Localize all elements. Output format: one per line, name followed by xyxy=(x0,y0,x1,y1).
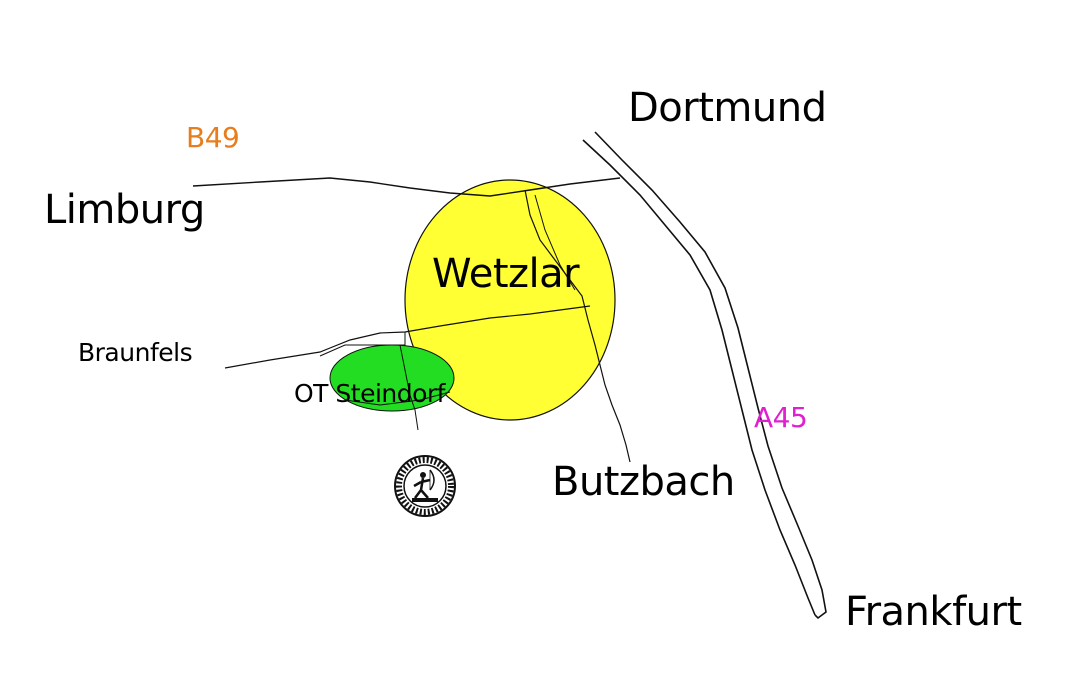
a45-road-east xyxy=(594,131,827,620)
frankfurt-label: Frankfurt xyxy=(845,589,1022,635)
dortmund-label: Dortmund xyxy=(628,85,827,131)
a45-road-west xyxy=(582,139,816,616)
limburg-label: Limburg xyxy=(44,187,205,233)
braunfels-label: Braunfels xyxy=(78,338,193,367)
braunfels-road xyxy=(224,305,591,369)
wetzlar-label: Wetzlar xyxy=(432,251,580,297)
steindorf-label: OT Steindorf xyxy=(294,379,445,408)
a45-label: A45 xyxy=(754,401,808,434)
steindorf-connector-road xyxy=(319,332,406,357)
butzbach-label: Butzbach xyxy=(552,459,735,505)
wetzlar-branch-road xyxy=(534,194,576,291)
b49-road xyxy=(192,177,621,197)
b49-label: B49 xyxy=(186,121,240,154)
butzbach-road xyxy=(524,189,631,463)
archer-seal-icon xyxy=(394,455,456,517)
wetzlar-area xyxy=(404,179,616,421)
steindorf-south-road xyxy=(399,344,419,431)
steindorf-inner-road xyxy=(344,391,451,406)
